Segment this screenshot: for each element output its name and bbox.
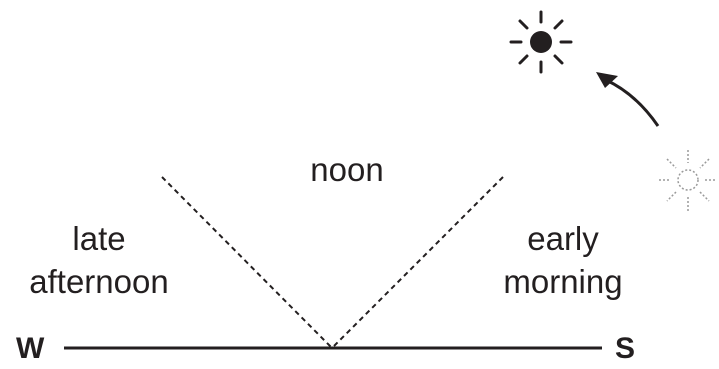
early-morning-label-line1: early bbox=[478, 219, 648, 259]
curved-arrow-icon bbox=[596, 72, 658, 126]
late-afternoon-label-line2: afternoon bbox=[8, 262, 190, 302]
early-morning-label-line2: morning bbox=[478, 262, 648, 302]
direction-south-label: S bbox=[615, 334, 635, 364]
late-afternoon-label-line1: late bbox=[8, 219, 190, 259]
sun-outline-dashed-icon bbox=[659, 150, 717, 211]
sun-filled-icon bbox=[511, 12, 571, 72]
direction-west-label: W bbox=[16, 334, 44, 364]
noon-label: noon bbox=[282, 150, 412, 190]
